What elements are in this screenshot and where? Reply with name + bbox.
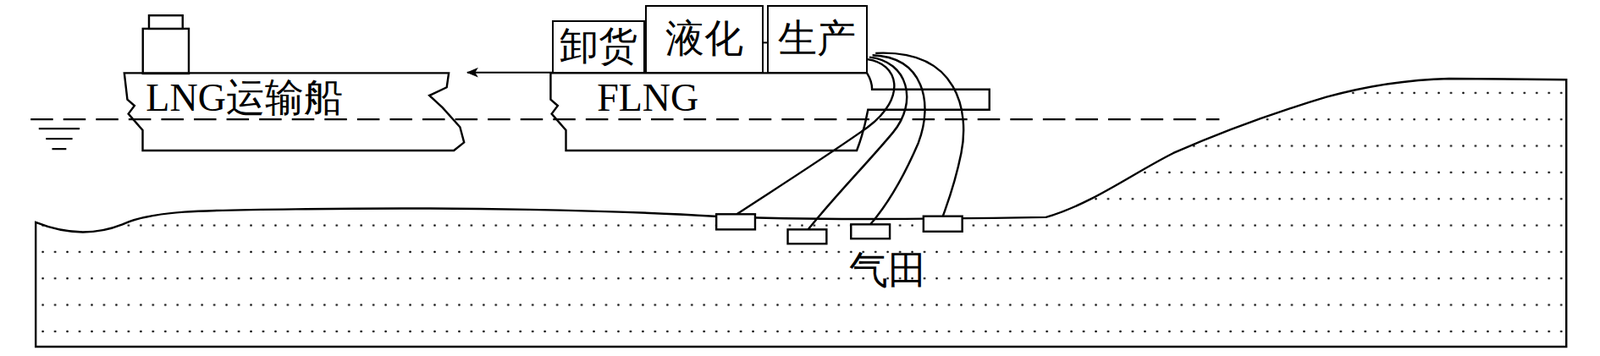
wellheads [716, 214, 962, 244]
process-box: 液化 [645, 5, 764, 74]
ship-label: LNG运输船 [145, 78, 343, 118]
process-box: 卸货 [551, 20, 646, 74]
field-label: 气田 [849, 251, 927, 291]
risers [736, 53, 964, 231]
hull-outline [124, 73, 464, 152]
box-label: 生产 [777, 19, 856, 59]
water-symbol [38, 128, 80, 149]
box-label: 卸货 [559, 27, 638, 67]
ship-label: FLNG [596, 78, 699, 118]
water-surface [30, 118, 1220, 121]
ship-funnel [143, 15, 189, 74]
box-label: 液化 [665, 19, 744, 59]
carrier-ship: LNG运输船 [120, 71, 468, 153]
hull-outline [551, 73, 990, 152]
flow-arrow [467, 71, 552, 74]
process-box: 生产 [766, 5, 867, 74]
flng-vessel: FLNG [543, 71, 993, 153]
